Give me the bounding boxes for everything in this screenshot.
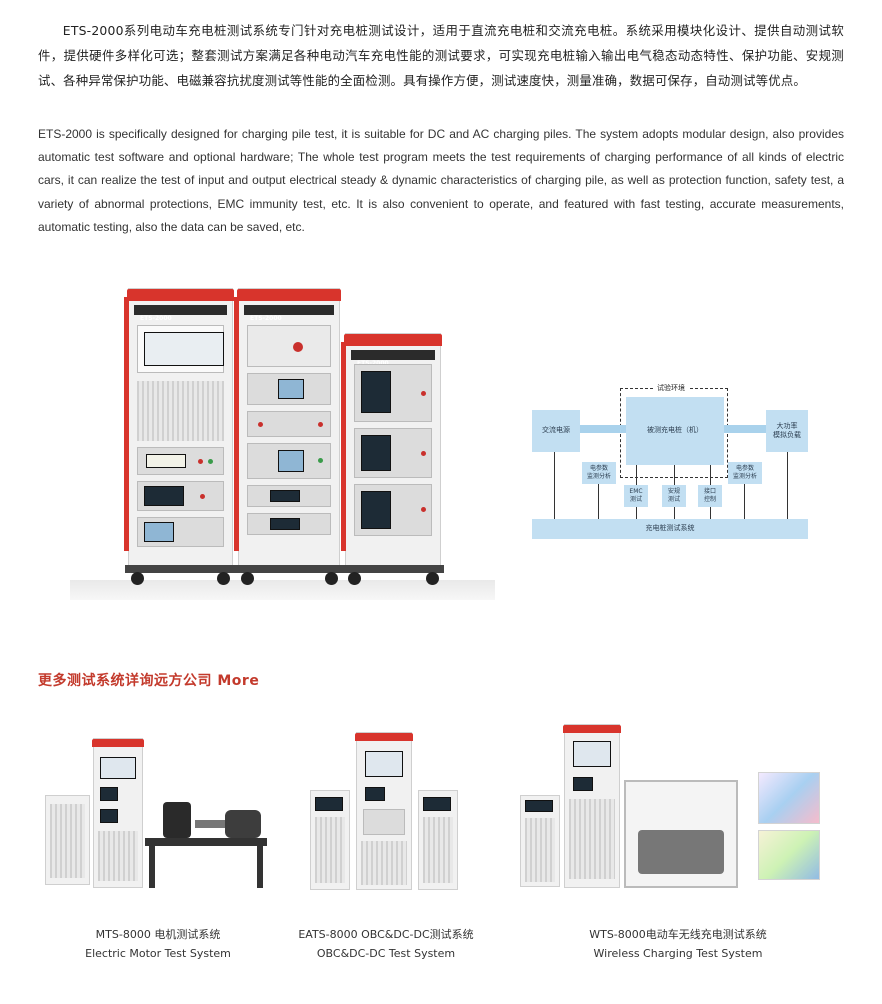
more-systems-heading: 更多测试系统详询远方公司 More [38, 673, 260, 689]
product-caption-wireless: WTS-8000电动车无线充电测试系统 Wireless Charging Te… [548, 925, 808, 963]
left-meter-box: 电参数 监测分析 [582, 462, 616, 484]
charging-pile-test-system-bar: 充电桩测试系统 [532, 519, 808, 539]
intro-english-paragraph: ETS-2000 is specifically designed for ch… [38, 127, 844, 234]
cabinet-brand-label: ETS-2000 [351, 360, 389, 367]
intro-chinese-paragraph: ETS-2000系列电动车充电桩测试系统专门针对充电桩测试设计，适用于直流充电桩… [38, 23, 844, 88]
product-caption-en: OBC&DC-DC Test System [316, 947, 456, 960]
cabinet-left: ETS-2000 [124, 288, 236, 585]
product-caption-obc: EATS-8000 OBC&DC-DC测试系统 OBC&DC-DC Test S… [256, 925, 516, 963]
interface-control-box: 接口 控制 [698, 485, 722, 507]
cabinet-right: ETS-2000 [341, 333, 444, 585]
product-caption-en: Electric Motor Test System [85, 947, 231, 960]
ets2000-cabinets-photo: ETS-2000 ETS-2000 ETS-2000 [70, 285, 495, 600]
floor-shadow [70, 580, 495, 600]
right-meter-box: 电参数 监测分析 [728, 462, 762, 484]
product-photo-motor-test [45, 720, 280, 895]
emc-test-box: EMC 测试 [624, 485, 648, 507]
safety-test-box: 安规 测试 [662, 485, 686, 507]
product-caption-zh: MTS-8000 电机测试系统 [95, 928, 221, 941]
test-environment-label: 试验环境 [654, 383, 688, 393]
high-power-load-box: 大功率 模拟负载 [766, 410, 808, 452]
product-caption-zh: WTS-8000电动车无线充电测试系统 [589, 928, 767, 941]
cabinet-brand-label: ETS-2000 [250, 315, 282, 322]
product-photo-wireless-charging [520, 720, 840, 895]
product-caption-en: Wireless Charging Test System [593, 947, 763, 960]
cabinet-middle: ETS-2000 [234, 288, 343, 585]
product-photo-obc-dcdc [310, 720, 460, 895]
ac-source-box: 交流电源 [532, 410, 580, 452]
test-system-block-diagram: 试验环境 交流电源 被测充电桩（机） 大功率 模拟负载 电参数 监测分析 电参数… [528, 383, 810, 540]
cabinet-brand-label: ETS-2000 [140, 315, 172, 322]
dut-charging-pile-box: 被测充电桩（机） [626, 397, 724, 465]
product-caption-motor: MTS-8000 电机测试系统 Electric Motor Test Syst… [28, 925, 288, 963]
product-caption-zh: EATS-8000 OBC&DC-DC测试系统 [298, 928, 474, 941]
